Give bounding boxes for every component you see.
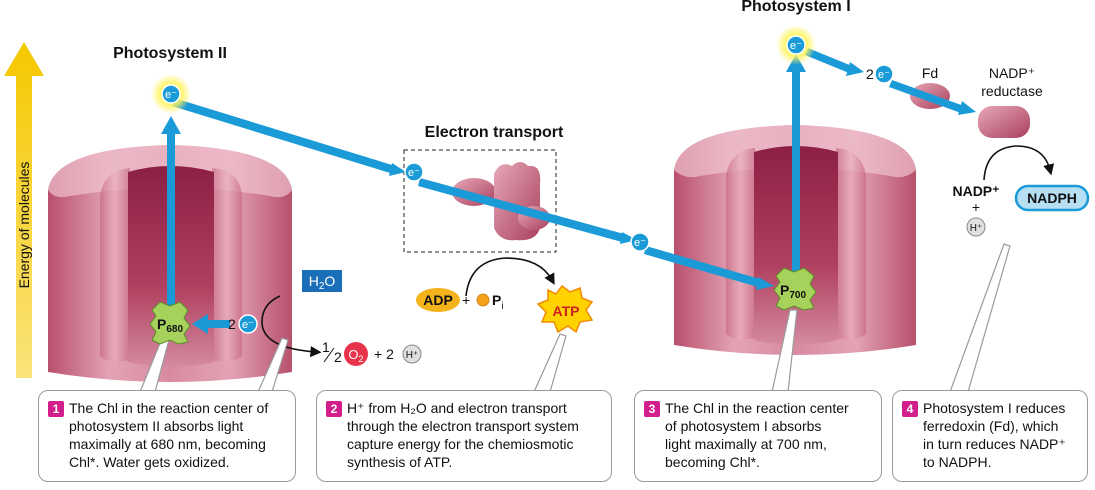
- energy-axis-label: Energy of molecules: [16, 162, 32, 289]
- nadph-capsule: [1014, 184, 1090, 212]
- atp-synthesis-curve: [465, 257, 555, 297]
- electron-label: e⁻: [790, 40, 802, 52]
- callout-4: 4 Photosystem I reduces ferredoxin (Fd),…: [892, 390, 1088, 482]
- nadp-reductase-protein: [978, 106, 1030, 138]
- p680-reaction-center: P680: [149, 301, 191, 345]
- oxygen-products: 1 2 O2 + 2 H⁺: [322, 339, 422, 366]
- callout-line: through the electron transport system: [347, 418, 579, 434]
- nadph-reduction-curve: [983, 145, 1055, 181]
- nadph-label: NADPH: [1027, 190, 1077, 206]
- electron-label: e⁻: [242, 319, 254, 331]
- callout-line: photosystem II absorbs light: [69, 418, 244, 434]
- photosystem-ii-title: Photosystem II: [113, 45, 227, 62]
- water-molecule: H2O: [302, 270, 342, 292]
- callout-line: Chl*. Water gets oxidized.: [69, 454, 230, 470]
- photosystem-i-complex: [674, 125, 916, 355]
- water-split-curve: [261, 295, 322, 358]
- electron-label: e⁻: [634, 237, 646, 249]
- adp-reactants: ADP + Pi: [416, 288, 504, 312]
- adp-label: ADP: [423, 292, 453, 308]
- callout-line: The Chl in the reaction center of: [69, 400, 269, 416]
- callout-line: becoming Chl*.: [665, 454, 760, 470]
- reaction-curves: [261, 145, 1055, 358]
- callout-number: 3: [644, 401, 660, 417]
- pi-label: Pi: [492, 292, 504, 312]
- callout-line: ferredoxin (Fd), which: [923, 418, 1059, 434]
- callout-3: 3 The Chl in the reaction center of phot…: [634, 390, 882, 482]
- callout-1: 1 The Chl in the reaction center of phot…: [38, 390, 296, 482]
- transport-electron: e⁻: [404, 162, 424, 182]
- h-plus-label: H⁺: [970, 223, 983, 234]
- half-denominator: 2: [334, 349, 342, 365]
- nadp-plus-label: NADP⁺: [952, 183, 999, 199]
- nadp-reductase-label-line2: reductase: [981, 83, 1043, 99]
- electron-label: e⁻: [878, 69, 890, 81]
- electron-label: e⁻: [165, 89, 177, 101]
- electron-flow-arrows: [161, 48, 976, 334]
- callout-line: to NADPH.: [923, 454, 992, 470]
- callout-line: H⁺ from H₂O and electron transport: [347, 400, 567, 416]
- o2-circle: [344, 342, 368, 366]
- callout-number: 1: [48, 401, 64, 417]
- plus-two-label: + 2: [374, 346, 394, 362]
- atp-label: ATP: [553, 303, 580, 319]
- plus-label: +: [462, 292, 470, 308]
- p700-reaction-center: P700: [773, 267, 817, 311]
- water-electrons: 2 e⁻: [228, 314, 258, 334]
- p680-label: P680: [157, 316, 183, 335]
- phosphate-circle: [476, 293, 490, 307]
- transport-dashed-box: [403, 149, 557, 253]
- callout-line: in turn reduces NADP⁺: [923, 436, 1066, 452]
- nadp-reductase-label-line1: NADP⁺: [989, 65, 1035, 81]
- callout-line: capture energy for the chemiosmotic: [347, 436, 574, 452]
- callout-number: 2: [326, 401, 342, 417]
- callout-line: light maximally at 700 nm,: [665, 436, 827, 452]
- callout-line: synthesis of ATP.: [347, 454, 453, 470]
- atp-product: ATP: [536, 284, 594, 334]
- arrow-e-to-p700: [644, 246, 760, 287]
- electron-label: e⁻: [408, 167, 420, 179]
- proton-circle: [402, 344, 422, 364]
- callout-line: of photosystem I absorbs: [665, 418, 822, 434]
- energy-arrow: [4, 42, 44, 378]
- p700-label: P700: [780, 282, 806, 301]
- arrow-ps2-to-transport: [172, 98, 392, 173]
- h2o-label: H2O: [309, 273, 336, 292]
- callout-line: The Chl in the reaction center: [665, 400, 849, 416]
- callout-line: Photosystem I reduces: [923, 400, 1066, 416]
- ps2-excited-electron: e⁻: [151, 74, 191, 114]
- arrow-transport-to-e: [418, 178, 624, 242]
- callout-2: 2 H⁺ from H₂O and electron transport thr…: [316, 390, 612, 482]
- arrow-fd-to-reductase: [889, 80, 964, 113]
- nadph-reaction: NADP⁺ + H⁺ NADPH: [952, 183, 1090, 237]
- half-numerator: 1: [322, 339, 330, 355]
- mid-electron: e⁻: [630, 232, 650, 252]
- electron-transport-title: Electron transport: [425, 124, 564, 141]
- energy-axis: Energy of molecules: [4, 42, 44, 378]
- proton-circle: [966, 217, 986, 237]
- plus-label: +: [972, 199, 980, 215]
- arrow-p680-up: [167, 132, 175, 318]
- fd-electrons: 2 e⁻: [866, 64, 894, 84]
- ps1-excited-electron: e⁻: [776, 25, 816, 65]
- photosystem-i-title: Photosystem I: [741, 0, 850, 15]
- fd-label: Fd: [922, 65, 938, 81]
- arrow-ps1-to-fd: [805, 48, 852, 73]
- adp-ellipse: [416, 288, 460, 312]
- electron-count: 2: [228, 316, 236, 332]
- electron-count: 2: [866, 66, 874, 82]
- callout-line: maximally at 680 nm, becoming: [69, 436, 266, 452]
- arrow-water-to-p680: [206, 320, 230, 328]
- arrow-p700-up: [792, 70, 800, 278]
- h-plus-label: H⁺: [406, 350, 419, 361]
- o2-label: O2: [348, 347, 363, 364]
- callout-number: 4: [902, 401, 918, 417]
